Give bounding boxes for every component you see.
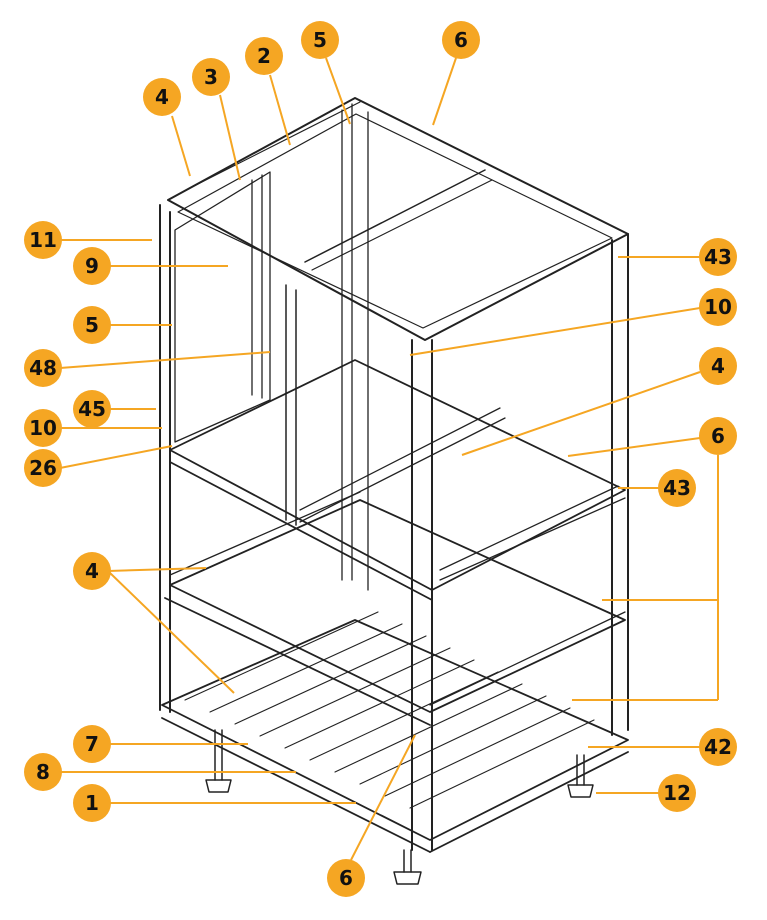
svg-text:6: 6: [339, 866, 353, 890]
callout-10: 10: [24, 409, 162, 447]
svg-text:4: 4: [85, 559, 99, 583]
callout-26: 26: [24, 445, 173, 487]
top-frame: [167, 97, 629, 341]
svg-text:2: 2: [257, 44, 271, 68]
callout-7: 7: [73, 725, 248, 763]
middle-shelf: [169, 359, 626, 601]
svg-text:48: 48: [29, 356, 57, 380]
callout-12: 12: [596, 774, 696, 812]
callout-3: 3: [192, 58, 241, 181]
frame-drawing: [159, 97, 629, 885]
svg-text:8: 8: [36, 760, 50, 784]
svg-text:9: 9: [85, 254, 99, 278]
callout-1: 1: [73, 784, 356, 822]
callout-10: 10: [409, 288, 737, 356]
svg-text:4: 4: [711, 354, 725, 378]
svg-text:26: 26: [29, 456, 57, 480]
callout-43: 43: [618, 469, 696, 507]
callout-6: 6: [327, 734, 416, 897]
svg-text:6: 6: [454, 28, 468, 52]
callout-9: 9: [73, 247, 228, 285]
callout-6: 6: [432, 21, 480, 126]
callout-43: 43: [618, 238, 737, 276]
callout-48: 48: [24, 349, 271, 387]
svg-text:10: 10: [29, 416, 57, 440]
callout-8: 8: [24, 753, 296, 791]
svg-text:43: 43: [704, 245, 732, 269]
callout-42: 42: [588, 728, 737, 766]
callout-5: 5: [301, 21, 351, 125]
svg-text:5: 5: [313, 28, 327, 52]
bottom-base: [161, 611, 629, 853]
svg-text:42: 42: [704, 735, 732, 759]
leveling-feet: [205, 729, 594, 885]
svg-text:1: 1: [85, 791, 99, 815]
svg-text:10: 10: [704, 295, 732, 319]
callout-layer: 4 3 2 5 6 11 9: [24, 21, 737, 897]
svg-text:3: 3: [204, 65, 218, 89]
door-frame: [174, 171, 271, 443]
svg-text:7: 7: [85, 732, 99, 756]
callout-4: 4: [461, 347, 737, 456]
svg-text:43: 43: [663, 476, 691, 500]
callout-4: 4: [73, 552, 235, 694]
svg-text:5: 5: [85, 313, 99, 337]
svg-text:12: 12: [663, 781, 691, 805]
callout-11: 11: [24, 221, 152, 259]
callout-5: 5: [73, 306, 172, 344]
svg-text:6: 6: [711, 424, 725, 448]
svg-text:4: 4: [155, 85, 169, 109]
callout-4: 4: [143, 78, 191, 177]
callout-2: 2: [245, 37, 291, 146]
callout-45: 45: [73, 390, 156, 428]
lower-shelf: [164, 491, 626, 726]
callout-6: 6: [567, 417, 737, 701]
svg-text:45: 45: [78, 397, 106, 421]
svg-text:11: 11: [29, 228, 57, 252]
